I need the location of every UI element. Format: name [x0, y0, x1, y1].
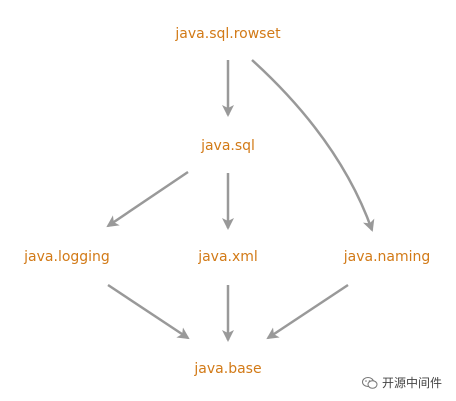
node-java-logging: java.logging: [23, 249, 110, 265]
watermark-text: 开源中间件: [381, 376, 442, 390]
watermark: 开源中间件: [361, 374, 442, 391]
edge-naming-to-base: [266, 283, 349, 340]
edge-rowset-to-naming: [251, 59, 375, 232]
nodes: java.sql.rowset java.sql java.logging ja…: [23, 26, 430, 377]
node-java-naming: java.naming: [343, 249, 431, 265]
edge-sql-to-logging: [106, 170, 189, 228]
node-java-sql: java.sql: [200, 138, 255, 154]
edge-logging-to-base: [107, 283, 190, 340]
node-java-base: java.base: [193, 361, 261, 377]
node-java-sql-rowset: java.sql.rowset: [174, 26, 281, 42]
edges: [106, 59, 375, 342]
node-java-xml: java.xml: [197, 249, 258, 265]
wechat-icon: [361, 376, 378, 390]
